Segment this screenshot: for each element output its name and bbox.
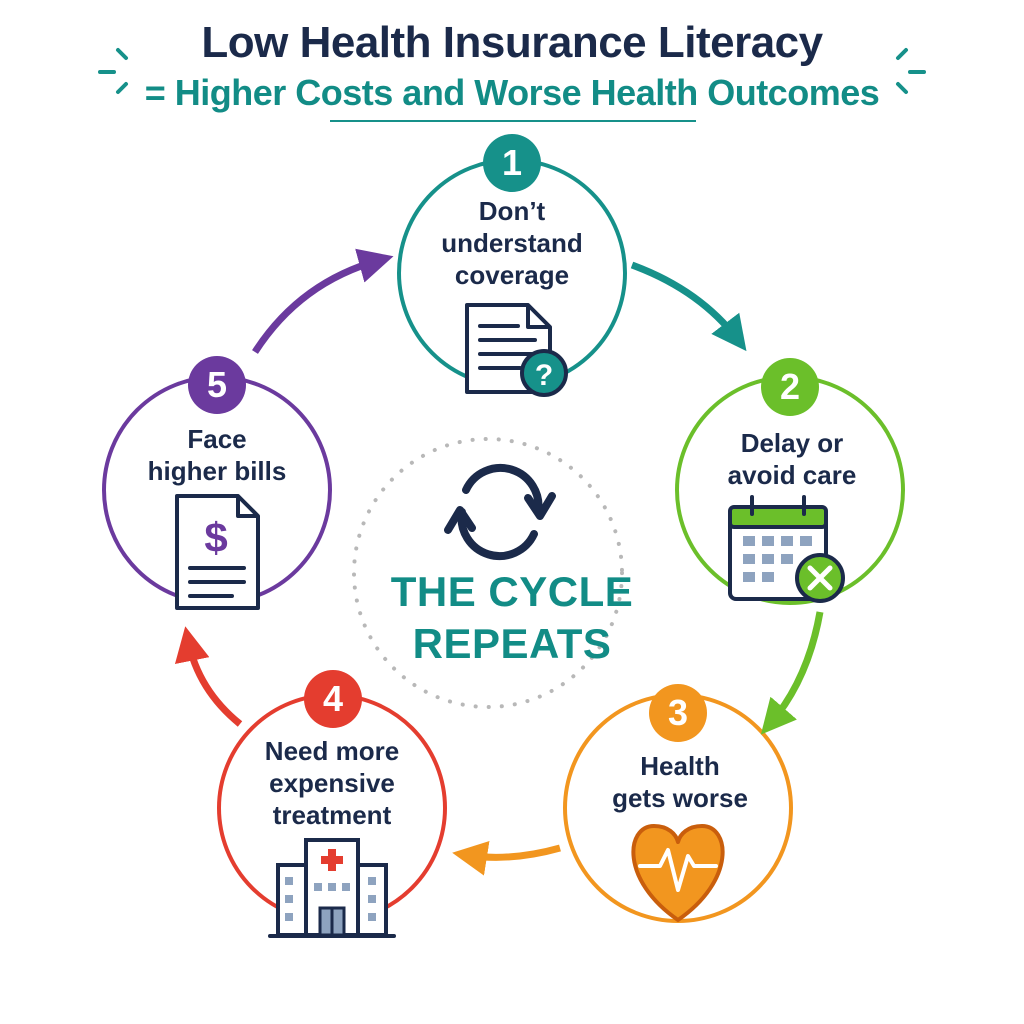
step-4-label: Need more expensive treatment: [222, 735, 442, 831]
heart-pulse-icon: [631, 824, 725, 922]
step-5-label-line-1: Face: [187, 424, 247, 454]
step-2-label-line-2: avoid care: [727, 460, 857, 490]
center-caption: THE CYCLE REPEATS: [362, 566, 662, 670]
step-4-label-line-1: Need more: [264, 736, 400, 766]
refresh-cycle-icon: [444, 463, 556, 561]
arrow-1-to-2: [630, 261, 747, 352]
hospital-icon: [268, 838, 396, 938]
step-1-label-line-3: coverage: [454, 260, 570, 290]
step-4-number-badge: 4: [304, 670, 362, 728]
step-3-label: Health gets worse: [570, 750, 790, 814]
title-line-2: = Higher Costs and Worse Health Outcomes: [144, 72, 880, 113]
step-5-label: Face higher bills: [107, 423, 327, 487]
step-1-label: Don’t understand coverage: [402, 195, 622, 291]
document-question-icon: ?: [465, 303, 568, 397]
step-1-label-line-1: Don’t: [478, 196, 546, 226]
step-3-label-line-1: Health: [640, 751, 720, 781]
step-2-number-badge: 2: [761, 358, 819, 416]
step-5-label-line-2: higher bills: [147, 456, 287, 486]
step-4-label-line-3: treatment: [272, 800, 392, 830]
arrow-4-to-5: [174, 626, 243, 727]
step-3-label-line-2: gets worse: [612, 783, 748, 813]
svg-text:?: ?: [535, 359, 553, 392]
step-1-number-badge: 1: [483, 134, 541, 192]
step-4-label-line-2: expensive: [269, 768, 395, 798]
step-2-label-line-1: Delay or: [740, 428, 844, 458]
center-dotted-ring: [352, 437, 624, 709]
arrow-3-to-4: [452, 841, 561, 876]
arrow-2-to-3: [760, 611, 824, 735]
svg-text:$: $: [204, 514, 227, 561]
arrow-5-to-1: [252, 248, 394, 354]
center-caption-line-1: THE CYCLE: [390, 568, 634, 615]
title-line-1: Low Health Insurance Literacy: [201, 18, 823, 67]
calendar-cancel-icon: [728, 495, 845, 603]
step-3-number-badge: 3: [649, 684, 707, 742]
step-2-label: Delay or avoid care: [682, 427, 902, 491]
step-5-number-badge: 5: [188, 356, 246, 414]
step-1-label-line-2: understand: [441, 228, 583, 258]
title-sparkles: [98, 48, 926, 94]
bill-dollar-icon: $: [175, 494, 260, 610]
center-caption-line-2: REPEATS: [412, 620, 612, 667]
